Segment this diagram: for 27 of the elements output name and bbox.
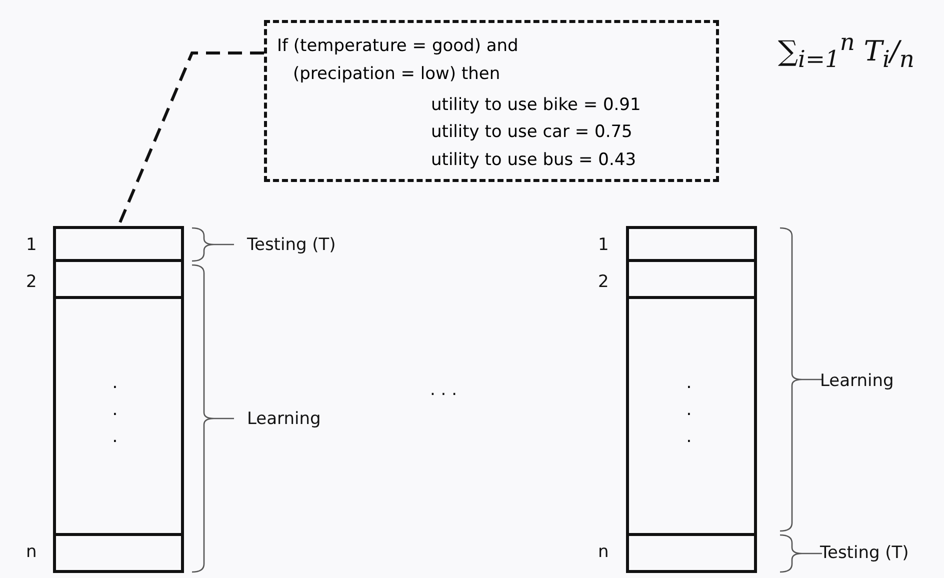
rule-text: If (temperature = good) and <box>277 36 518 56</box>
brace-label: Testing (T) <box>820 543 909 563</box>
rule-text: utility to use bike = 0.91 <box>431 95 641 115</box>
row-number: 1 <box>26 235 37 255</box>
brace-label: Learning <box>820 371 894 391</box>
ellipsis-text: . . . <box>430 380 458 400</box>
rule-text: (precipation = low) then <box>293 64 500 84</box>
fold-segment <box>626 259 757 299</box>
row-number: n <box>26 542 37 562</box>
fold-segment <box>626 533 757 573</box>
row-number: 2 <box>26 272 37 292</box>
fold-segment <box>626 226 757 262</box>
ellipsis-text: . . . <box>686 372 692 449</box>
brace-label: Testing (T) <box>247 235 336 255</box>
fold-segment <box>626 296 757 536</box>
rule-text: utility to use bus = 0.43 <box>431 150 636 170</box>
fold-segment <box>53 296 184 536</box>
row-number: 2 <box>598 272 609 292</box>
ellipsis-text: . . . <box>112 372 118 449</box>
brace-label: Learning <box>247 409 321 429</box>
rule-text: utility to use car = 0.75 <box>431 122 632 142</box>
row-number: 1 <box>598 235 609 255</box>
fold-segment <box>53 226 184 262</box>
fold-segment <box>53 533 184 573</box>
row-number: n <box>598 542 609 562</box>
formula-text: ∑$_{i=1}$$^{n}$ T$_{i}$/$_{n}$ <box>778 27 914 75</box>
fold-segment <box>53 259 184 299</box>
